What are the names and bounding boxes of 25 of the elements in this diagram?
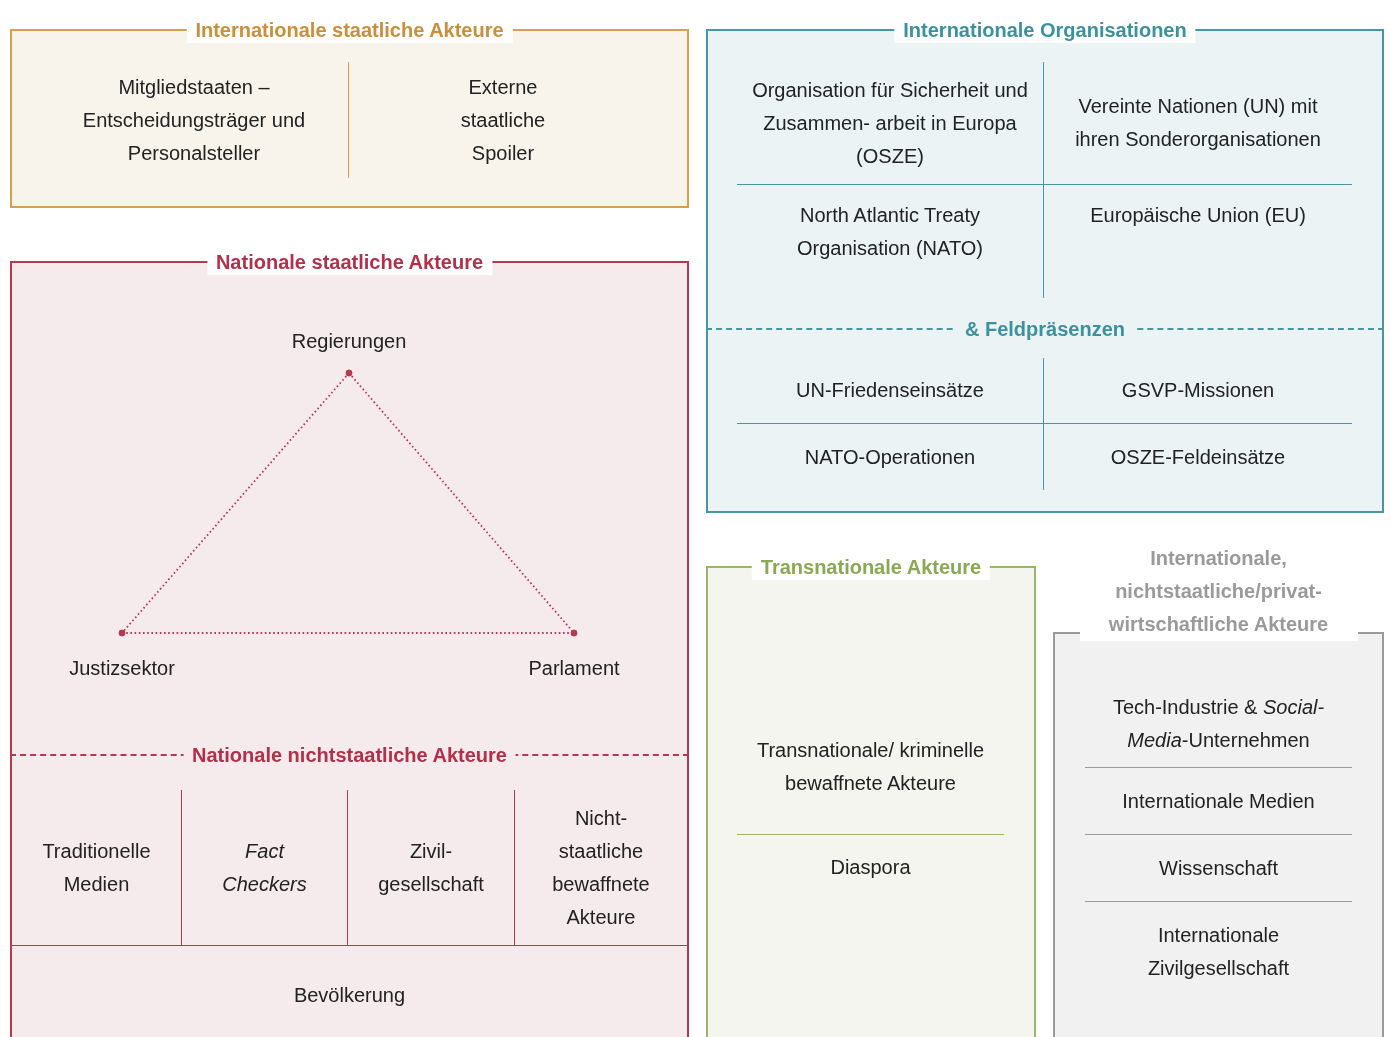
actor-label: Transnationale/ kriminelle bewaffnete Akteure [737, 700, 1004, 835]
actor-label: Wissenschaft [1085, 835, 1352, 902]
actor-label: Diaspora [737, 835, 1004, 900]
actor-label: Traditionelle Medien [12, 790, 182, 945]
actor-label: Parlament [504, 633, 644, 685]
actor-label: Justizsektor [52, 633, 192, 685]
actor-label: North Atlantic Treaty Organisation (NATO) [737, 185, 1044, 298]
actor-label: Organisation für Sicherheit und Zusammen- arbeit in Europa (OSZE) [737, 62, 1044, 185]
actor-label: Europäische Union (EU) [1044, 185, 1352, 298]
actor-label: GSVP-Missionen [1044, 358, 1352, 424]
actor-label: Internationale Zivilgesellschaft [1085, 902, 1352, 1002]
actor-label: NATO-Operationen [737, 424, 1044, 490]
actor-label: Externe staatliche Spoiler [350, 62, 656, 178]
actor-label: UN-Friedenseinsätze [737, 358, 1044, 424]
actor-label: Mitgliedstaaten – Entscheidungsträger und Personalsteller [40, 62, 349, 178]
actor-label: Zivil- gesellschaft [348, 790, 515, 945]
actor-label: OSZE-Feldeinsätze [1044, 424, 1352, 490]
actor-label: Fact Checkers [182, 790, 348, 945]
actor-label: Nicht- staatliche bewaffnete Akteure [515, 790, 687, 945]
actor-label: Vereinte Nationen (UN) mit ihren Sonderorganisationen [1044, 62, 1352, 185]
actor-label: Bevölkerung [12, 945, 687, 1037]
actor-label: Tech-Industrie & Social-Media-Unternehmen [1085, 680, 1352, 768]
actor-label: Regierungen [279, 325, 419, 373]
actor-label: Internationale Medien [1085, 768, 1352, 835]
dotted-connector [118, 629, 578, 637]
